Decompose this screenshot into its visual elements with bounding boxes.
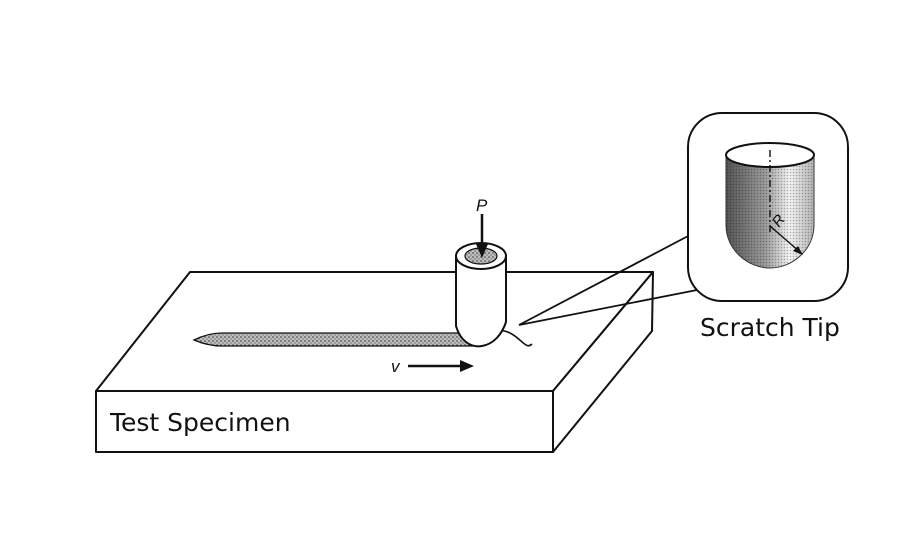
specimen-label: Test Specimen xyxy=(109,408,291,437)
velocity-label: v xyxy=(391,357,401,376)
load-label: P xyxy=(476,196,488,215)
arrow-right-icon xyxy=(408,360,474,372)
arrow-down-icon xyxy=(476,214,488,258)
test-specimen-block xyxy=(95,271,654,453)
scratch-tip-cylinder xyxy=(455,242,507,348)
magnified-tip xyxy=(725,142,815,269)
scratch-groove xyxy=(192,332,483,347)
scratch-tip-label: Scratch Tip xyxy=(700,313,840,342)
callout-lines xyxy=(518,234,698,326)
specimen-front-face xyxy=(95,390,554,453)
